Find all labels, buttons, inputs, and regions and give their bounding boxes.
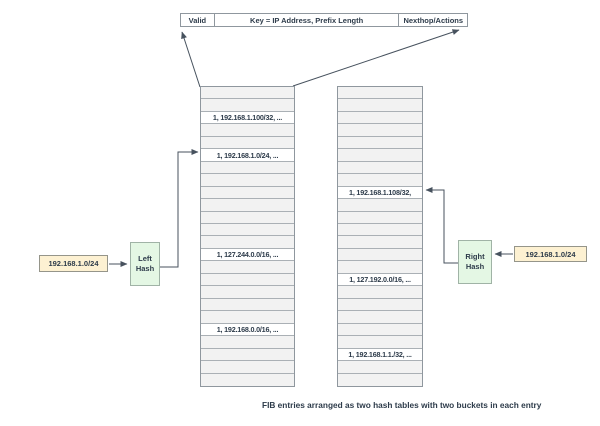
- diagram-caption: FIB entries arranged as two hash tables …: [262, 400, 542, 410]
- table-row: [338, 286, 422, 299]
- table-row: [201, 124, 294, 137]
- entry-valid-cell: Valid: [188, 15, 207, 25]
- table-row: [338, 124, 422, 137]
- table-row: [338, 149, 422, 162]
- table-row: [338, 161, 422, 175]
- table-row: [201, 298, 294, 312]
- left-lookup-key-box: 192.168.1.0/24: [39, 255, 108, 272]
- table-row: [201, 174, 294, 187]
- right-lookup-key-box: 192.168.1.0/24: [514, 246, 587, 262]
- table-row: [201, 87, 294, 100]
- table-entry-row: 1, 127.192.0.0/16, ...: [338, 273, 422, 287]
- zoom-line-table-to-header-left: [181, 31, 201, 88]
- table-row: [201, 99, 294, 112]
- right-hash-table: 1, 192.168.1.108/32, 1, 127.192.0.0/16, .…: [337, 86, 423, 387]
- left-hash-table: 1, 192.168.1.100/32, ... 1, 192.168.1.0/2…: [200, 86, 295, 387]
- table-entry-row: 1, 192.168.1.108/32,: [338, 186, 422, 200]
- table-entry-row: 1, 192.168.0.0/16, ...: [201, 323, 294, 337]
- table-row: [201, 348, 294, 362]
- table-row: [201, 236, 294, 249]
- table-row: [201, 199, 294, 212]
- arrow-left-hash-to-bucket: [160, 149, 199, 268]
- table-entry-row: 1, 192.168.1.1./32, ...: [338, 348, 422, 362]
- entry-key-cell: Key = IP Address, Prefix Length: [213, 14, 399, 26]
- right-hash-function-box: Right Hash: [458, 240, 492, 284]
- table-row: [201, 136, 294, 150]
- table-row: [338, 99, 422, 112]
- table-entry-row: 1, 192.168.1.0/24, ...: [201, 149, 294, 162]
- table-row: [338, 236, 422, 249]
- table-row: [201, 311, 294, 324]
- table-row: [201, 273, 294, 287]
- table-row: [201, 286, 294, 299]
- table-row: [338, 261, 422, 274]
- table-row: [338, 199, 422, 212]
- table-row: [338, 87, 422, 100]
- table-row: [338, 336, 422, 349]
- table-row: [338, 323, 422, 337]
- fib-entry-detail-box: Valid Key = IP Address, Prefix Length Ne…: [180, 13, 468, 27]
- table-row: [338, 174, 422, 187]
- table-row: [201, 261, 294, 274]
- table-row: [338, 111, 422, 125]
- table-entry-row: 1, 192.168.1.100/32, ...: [201, 111, 294, 125]
- entry-nexthop-cell: Nexthop/Actions: [398, 14, 467, 26]
- table-row: [338, 224, 422, 237]
- arrow-right-hash-to-bucket: [425, 187, 458, 264]
- table-row: [201, 161, 294, 175]
- table-row: [201, 186, 294, 200]
- table-row: [338, 248, 422, 262]
- table-entry-row: 1, 127.244.0.0/16, ...: [201, 248, 294, 262]
- table-row: [338, 136, 422, 150]
- table-row: [338, 311, 422, 324]
- table-row: [201, 361, 294, 374]
- table-row: [338, 211, 422, 225]
- table-row: [201, 373, 294, 386]
- table-row: [201, 211, 294, 225]
- zoom-line-table-to-header-right: [292, 29, 460, 87]
- table-row: [338, 361, 422, 374]
- table-row: [201, 336, 294, 349]
- left-hash-function-box: Left Hash: [130, 242, 160, 286]
- table-row: [201, 224, 294, 237]
- table-row: [338, 373, 422, 386]
- table-row: [338, 298, 422, 312]
